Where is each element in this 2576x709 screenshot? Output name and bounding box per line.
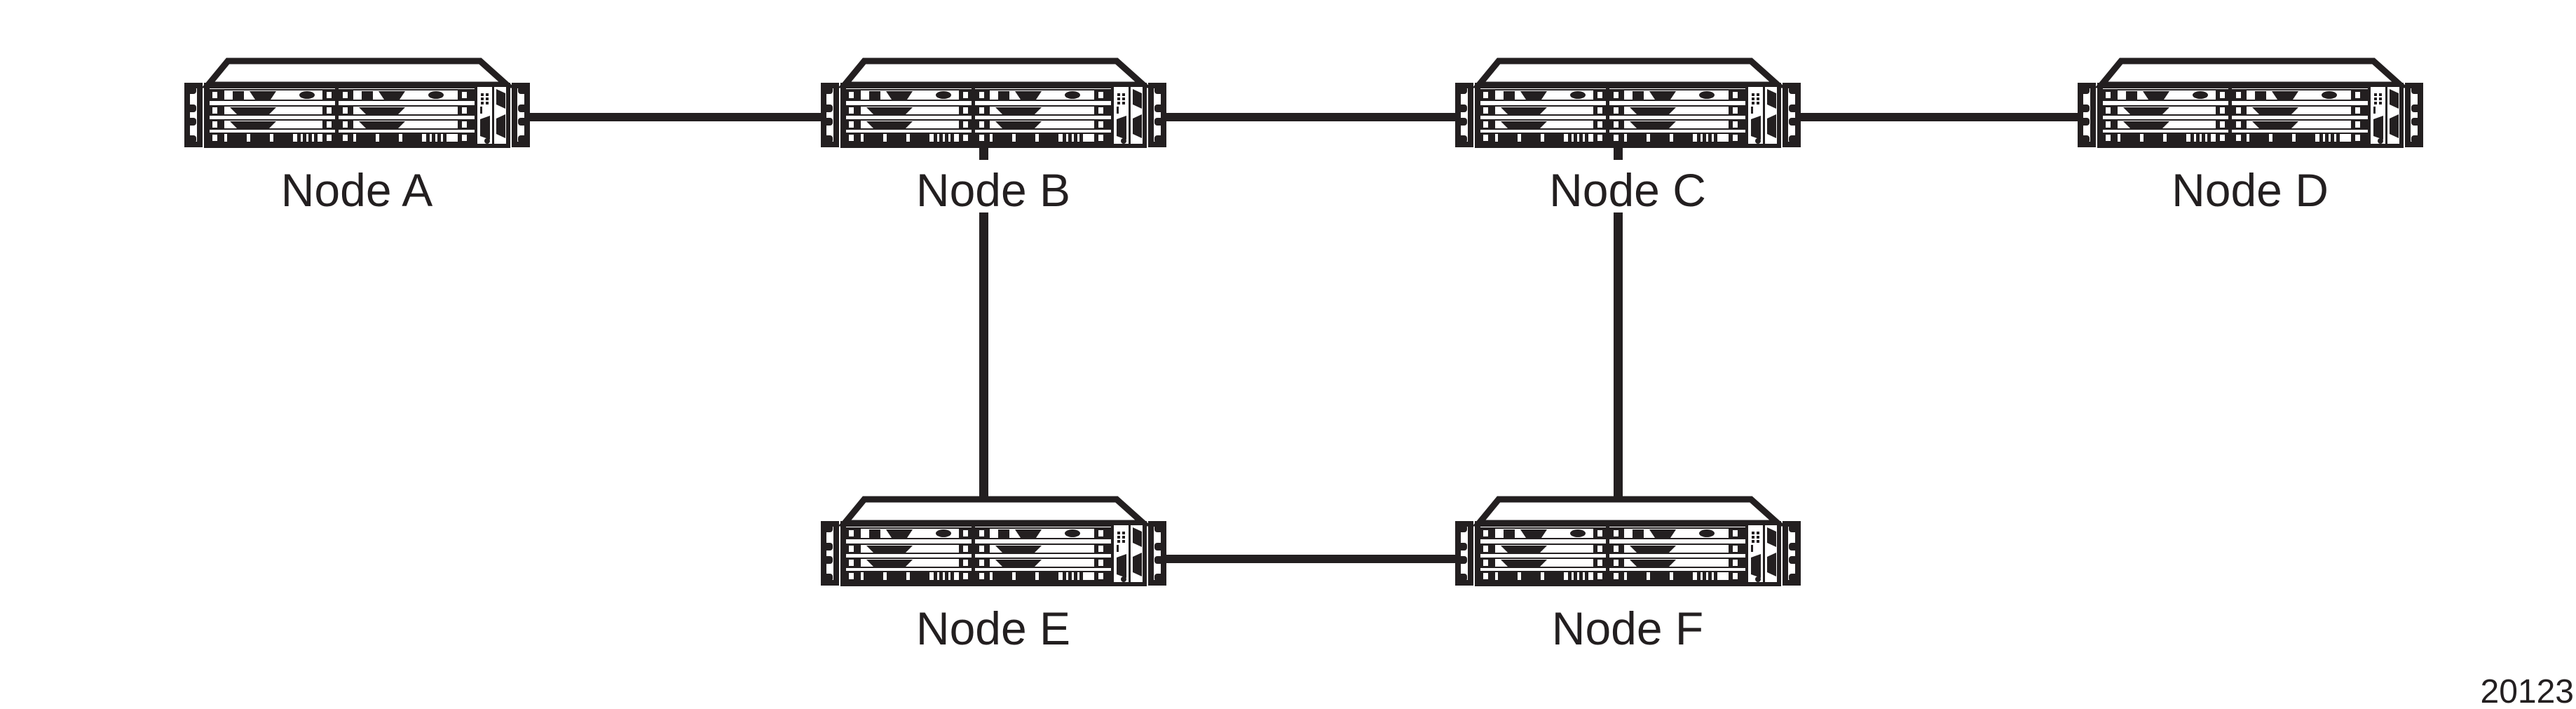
labels: Node A Node B Node C Node D Node E Node … xyxy=(281,164,2329,654)
figure-number: 20123 xyxy=(2481,673,2574,709)
link-c-f-stub xyxy=(1614,147,1623,160)
node-d-label: Node D xyxy=(2172,164,2329,216)
node-b-device xyxy=(822,61,1166,145)
node-b-label: Node B xyxy=(916,164,1070,216)
links xyxy=(526,113,2084,563)
node-e-device xyxy=(822,499,1166,583)
link-a-b xyxy=(526,113,827,121)
node-c-device xyxy=(1456,61,1800,145)
node-f-device xyxy=(1456,499,1800,583)
node-a-device xyxy=(185,61,529,145)
node-d-device xyxy=(2078,61,2422,145)
link-c-d xyxy=(1794,113,2084,121)
node-c-label: Node C xyxy=(1549,164,1706,216)
link-b-e xyxy=(979,212,988,501)
link-c-f xyxy=(1614,212,1623,501)
node-a-label: Node A xyxy=(281,164,433,216)
link-e-f xyxy=(1160,555,1461,563)
link-b-e-stub xyxy=(979,147,988,160)
devices xyxy=(185,61,2422,583)
node-f-label: Node F xyxy=(1552,602,1703,654)
link-b-c xyxy=(1160,113,1461,121)
node-e-label: Node E xyxy=(916,602,1070,654)
